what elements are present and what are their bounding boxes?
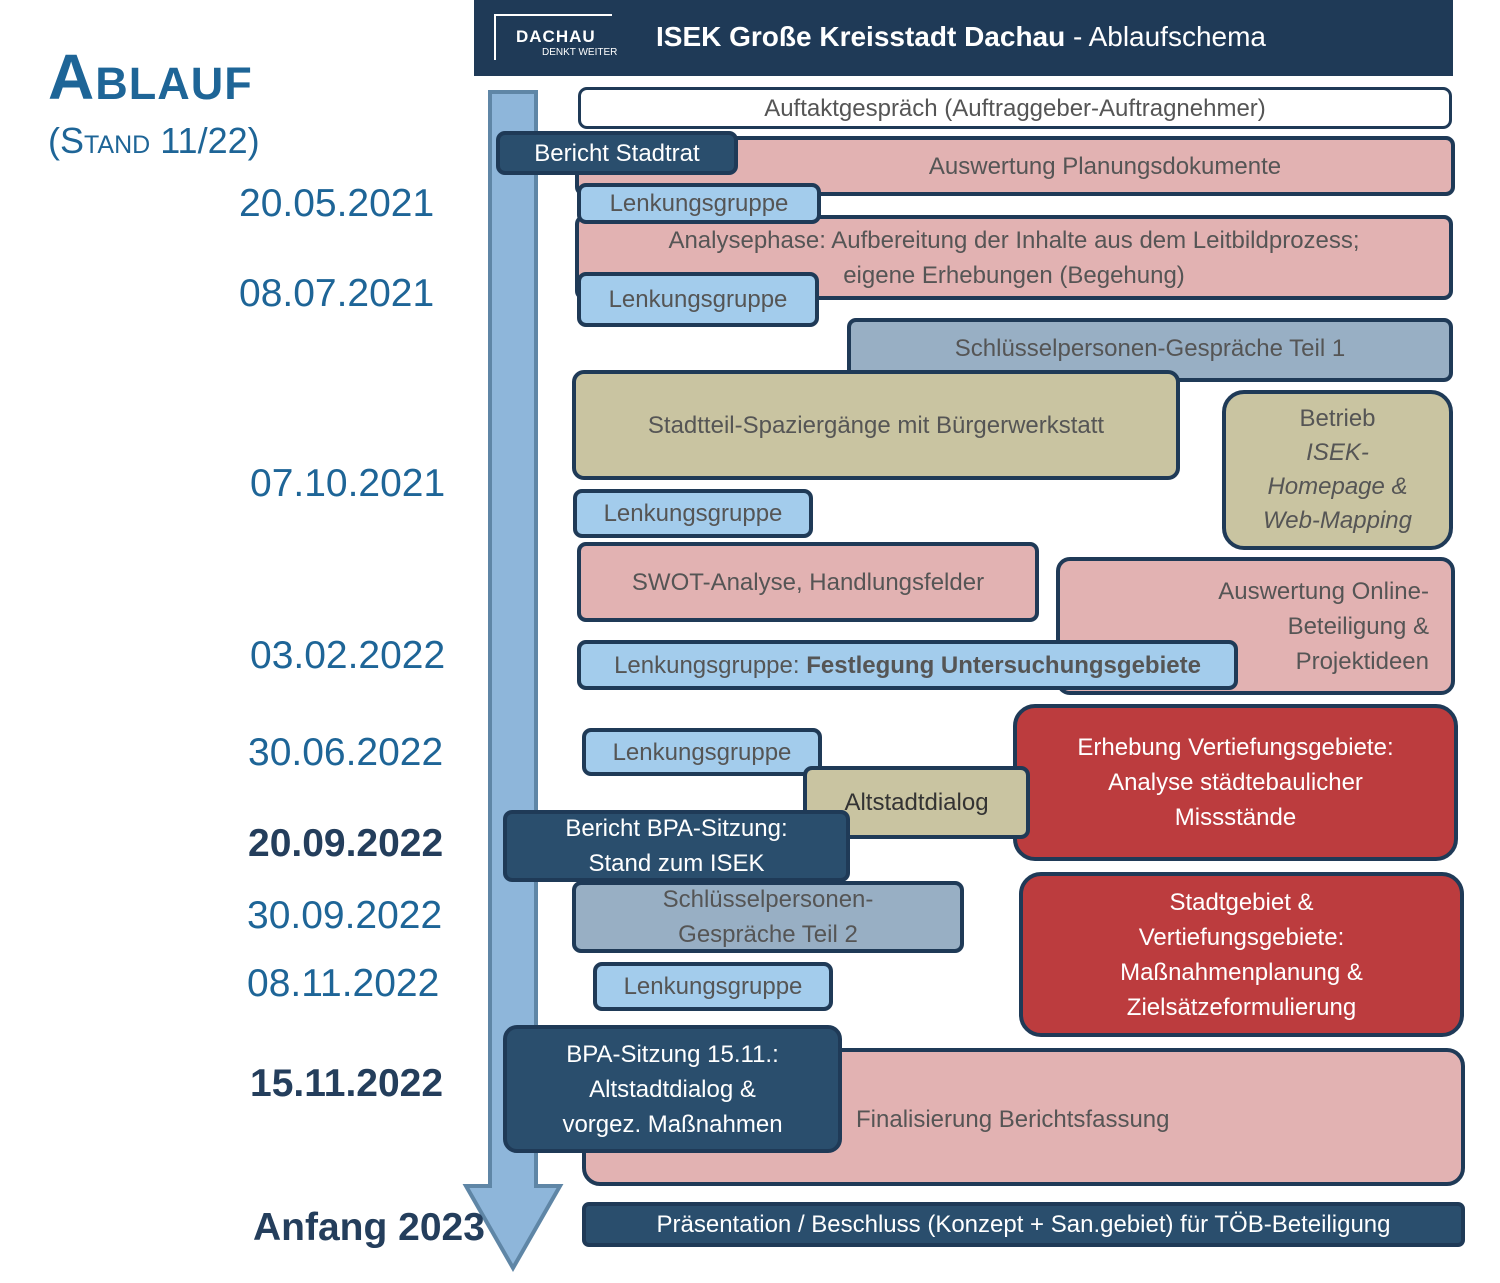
altstadtdialog-box: Altstadtdialog	[803, 766, 1030, 839]
lenkungsgruppe-box: Lenkungsgruppe	[577, 183, 821, 224]
logo-main: DACHAU	[516, 27, 596, 46]
box-label: Gespräche Teil 2	[678, 921, 858, 948]
header-title-rest: - Ablaufschema	[1065, 21, 1267, 52]
box-label: Auswertung Planungsdokumente	[928, 152, 1282, 180]
date-label: 15.11.2022	[250, 1062, 444, 1105]
box-label: Projektideen	[1295, 647, 1429, 675]
side-subtitle: (Stand 11/22)	[48, 120, 260, 161]
box-label: Missstände	[1174, 804, 1297, 831]
box-label: Lenkungsgruppe:	[614, 651, 807, 679]
auftakt-box: Auftaktgespräch (Auftraggeber-Auftragneh…	[578, 87, 1452, 129]
date-label: Anfang 2023	[253, 1206, 485, 1249]
lenkungsgruppe-box: Lenkungsgruppe	[593, 962, 833, 1011]
date-label: 07.10.2021	[250, 462, 446, 505]
box-label-bold: Festlegung Untersuchungsgebiete	[806, 651, 1201, 679]
box-label: Erhebung Vertiefungsgebiete:	[1077, 734, 1394, 761]
box-label: vorgez. Maßnahmen	[562, 1110, 783, 1138]
date-label: 30.06.2022	[248, 731, 444, 774]
timeline-arrow	[462, 90, 564, 1273]
lenkungsgruppe-box: Lenkungsgruppe	[573, 489, 813, 538]
analysephase-box: Analysephase: Aufbereitung der Inhalte a…	[575, 215, 1453, 300]
box-label: Web-Mapping	[1263, 507, 1412, 534]
schluesselpersonen-2-box: Schlüsselpersonen- Gespräche Teil 2	[572, 881, 964, 953]
stadtgebiet-massnahmen-box: Stadtgebiet & Vertiefungsgebiete: Maßnah…	[1019, 872, 1464, 1037]
betrieb-homepage-box: Betrieb ISEK- Homepage & Web-Mapping	[1222, 390, 1453, 550]
box-label: Betrieb	[1299, 405, 1376, 432]
lenkungsgruppe-box: Lenkungsgruppe	[577, 272, 819, 327]
box-label: Finalisierung Berichtsfassung	[856, 1105, 1170, 1133]
side-title: Ablauf	[48, 41, 253, 113]
header-title-bold: ISEK Große Kreisstadt Dachau	[656, 21, 1066, 52]
date-label: 20.09.2022	[248, 822, 444, 865]
lenkungsgruppe-festlegung-box: Lenkungsgruppe: Festlegung Untersuchungs…	[577, 640, 1238, 690]
box-label: eigene Erhebungen (Begehung)	[843, 261, 1185, 289]
box-label: Beteiligung &	[1287, 612, 1429, 640]
lenkungsgruppe-box: Lenkungsgruppe	[582, 728, 822, 776]
date-label: 30.09.2022	[247, 894, 443, 937]
box-label: Stand zum ISEK	[588, 850, 765, 877]
box-label: Zielsätzeformulierung	[1126, 993, 1357, 1021]
date-label: 08.11.2022	[247, 962, 440, 1005]
praesentation-beschluss-box: Präsentation / Beschluss (Konzept + San.…	[582, 1202, 1465, 1247]
box-label: Stadtgebiet &	[1169, 888, 1314, 916]
bpa-sitzung-box: BPA-Sitzung 15.11.: Altstadtdialog & vor…	[503, 1025, 842, 1153]
erhebung-vertiefungsgebiete-box: Erhebung Vertiefungsgebiete: Analyse stä…	[1013, 704, 1458, 861]
box-label: ISEK-	[1306, 439, 1369, 466]
box-label: Homepage &	[1267, 473, 1408, 500]
bericht-bpa-sitzung-box: Bericht BPA-Sitzung: Stand zum ISEK	[503, 810, 850, 882]
dachau-logo: DACHAU DENKT WEITER	[494, 14, 617, 60]
box-label: Analyse städtebaulicher	[1108, 769, 1363, 796]
header-bar: DACHAU DENKT WEITER ISEK Große Kreisstad…	[474, 0, 1453, 76]
box-label: Bericht BPA-Sitzung:	[565, 815, 788, 842]
bericht-stadtrat-box: Bericht Stadtrat	[496, 131, 738, 175]
header-title: ISEK Große Kreisstadt Dachau - Ablaufsch…	[656, 21, 1266, 53]
box-label: BPA-Sitzung 15.11.:	[566, 1040, 779, 1068]
box-label: Schlüsselpersonen-	[662, 886, 874, 913]
date-label: 20.05.2021	[239, 182, 435, 225]
stadtteil-spaziergaenge-box: Stadtteil-Spaziergänge mit Bürgerwerksta…	[572, 370, 1180, 480]
date-label: 03.02.2022	[250, 634, 446, 677]
box-label: Maßnahmenplanung &	[1120, 958, 1363, 986]
date-label: 08.07.2021	[239, 272, 435, 315]
logo-sub: DENKT WEITER	[542, 47, 618, 58]
box-label: Analysephase: Aufbereitung der Inhalte a…	[668, 226, 1360, 254]
box-label: Altstadtdialog &	[589, 1075, 756, 1103]
box-label: Vertiefungsgebiete:	[1138, 923, 1345, 951]
box-label: Auswertung Online-	[1218, 577, 1429, 605]
swot-analyse-box: SWOT-Analyse, Handlungsfelder	[577, 542, 1039, 622]
